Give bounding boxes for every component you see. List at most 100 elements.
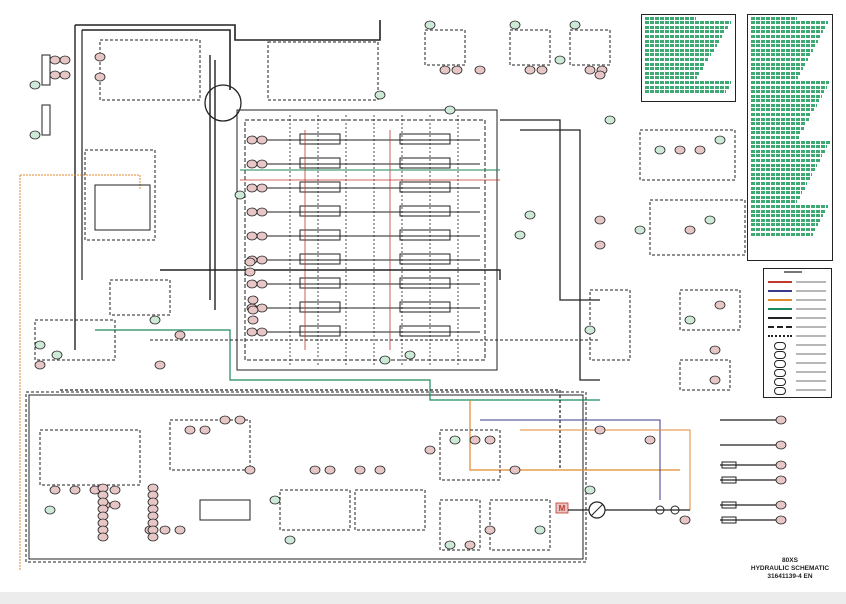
table-row [645,67,703,71]
table-row [751,186,805,190]
valve-group [679,359,731,391]
port-bubble [199,425,211,435]
port-bubble [709,375,721,385]
coupler [721,501,737,509]
callout-bubble [234,190,246,200]
table-row [751,172,813,176]
port-bubble [49,485,61,495]
port-bubble [439,65,451,75]
callout-bubble [449,435,461,445]
port-bubble [509,465,521,475]
callout-bubble [34,340,46,350]
callout-bubble [554,55,566,65]
valve-group [679,289,741,331]
valve-group [169,419,251,471]
table-row [751,136,799,140]
valve-cluster [569,29,611,66]
callout-bubble [634,225,646,235]
port-bubble [49,55,61,65]
legend-label [796,317,826,319]
table-row [645,62,706,66]
port-bubble [159,525,171,535]
table-row [751,30,824,34]
table-row [751,154,823,158]
table-row [751,195,800,199]
table-row [645,53,712,57]
manifold-top-center [267,41,379,101]
table-row [645,25,728,29]
port-bubble [256,303,268,313]
callout-bubble [444,105,456,115]
cylinder-circuit [639,129,736,181]
table-row [751,159,820,162]
callout-bubble [379,355,391,365]
valve-group [354,489,426,531]
travel-valve [39,429,141,486]
legend-swatch [768,326,792,328]
port-bubble [247,315,259,325]
pump-arrow [590,503,604,517]
coupler [721,516,737,524]
table-row [645,39,720,43]
spool-valve [399,181,451,193]
valve-group [109,279,171,316]
port-bubble [256,207,268,217]
port-bubble [594,240,606,250]
model-name: 80XS [782,557,798,564]
callout-bubble [149,315,161,325]
valve-group [94,184,151,231]
table-row [751,90,825,94]
callout-bubble [584,485,596,495]
port-bubble [184,425,196,435]
table-row [751,108,814,112]
callout-bubble [524,210,536,220]
spool-valve [299,205,341,217]
table-row [751,227,816,231]
callout-bubble [509,20,521,30]
spool-valve [299,181,341,193]
legend-label [796,308,826,310]
table-row [751,122,807,126]
port-bubble [147,532,159,542]
valve-group [84,149,156,241]
table-row [645,48,714,52]
callout-bubble [684,315,696,325]
legend-swatch [774,342,786,350]
port-bubble [34,360,46,370]
table-row [645,34,723,38]
callout-bubble [51,350,63,360]
port-bubble [256,279,268,289]
port-bubble [679,515,691,525]
table-row [645,57,709,61]
port-bubble [246,327,258,337]
table-row [645,90,726,94]
callout-bubble [424,20,436,30]
legend-swatch [774,369,786,377]
port-bubble [244,267,256,277]
table-row [751,53,811,57]
legend-swatch [768,290,792,292]
table-row [751,85,827,89]
coupler [721,476,737,484]
port-bubble [174,525,186,535]
port-bubble [374,465,386,475]
callout-bubble [29,80,41,90]
table-row [751,80,830,84]
trunk-line [520,129,600,381]
port-bubble [256,231,268,241]
table-row [751,200,798,204]
table-row [751,131,802,135]
legend-label [796,335,826,337]
port-bubble [256,183,268,193]
port-bubble [246,207,258,217]
port-bubble [246,279,258,289]
legend-label [796,362,826,364]
callout-bubble [29,130,41,140]
table-row [751,34,821,38]
port-bubble [246,231,258,241]
valve-cluster [424,29,466,66]
port-bubble [219,415,231,425]
table-row [751,25,826,29]
port-bubble [244,257,256,267]
port-bubble [484,525,496,535]
